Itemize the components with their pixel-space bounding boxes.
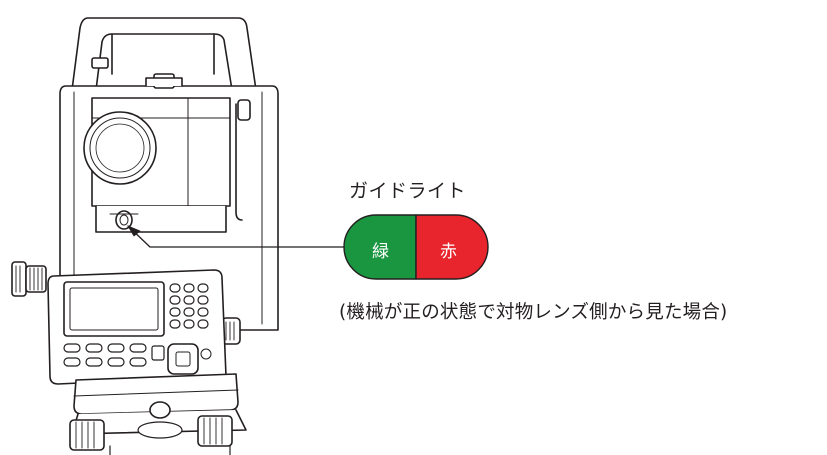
green-light-label: 緑 xyxy=(372,242,389,262)
guide-light-window xyxy=(109,210,139,230)
leader-arrow xyxy=(127,225,141,237)
tribrach-base xyxy=(69,373,247,455)
telescope xyxy=(83,97,251,233)
view-caption: (機械が正の状態で対物レンズ側から見た場合) xyxy=(339,302,728,323)
focus-knob xyxy=(11,261,47,297)
guide-light-pill xyxy=(343,214,489,280)
red-light-label: 赤 xyxy=(440,242,457,262)
guide-light-title: ガイドライト xyxy=(349,180,467,202)
guide-light-green xyxy=(343,214,417,280)
control-panel xyxy=(47,269,227,385)
carrying-handle xyxy=(71,17,257,91)
guide-light-red xyxy=(415,214,489,280)
